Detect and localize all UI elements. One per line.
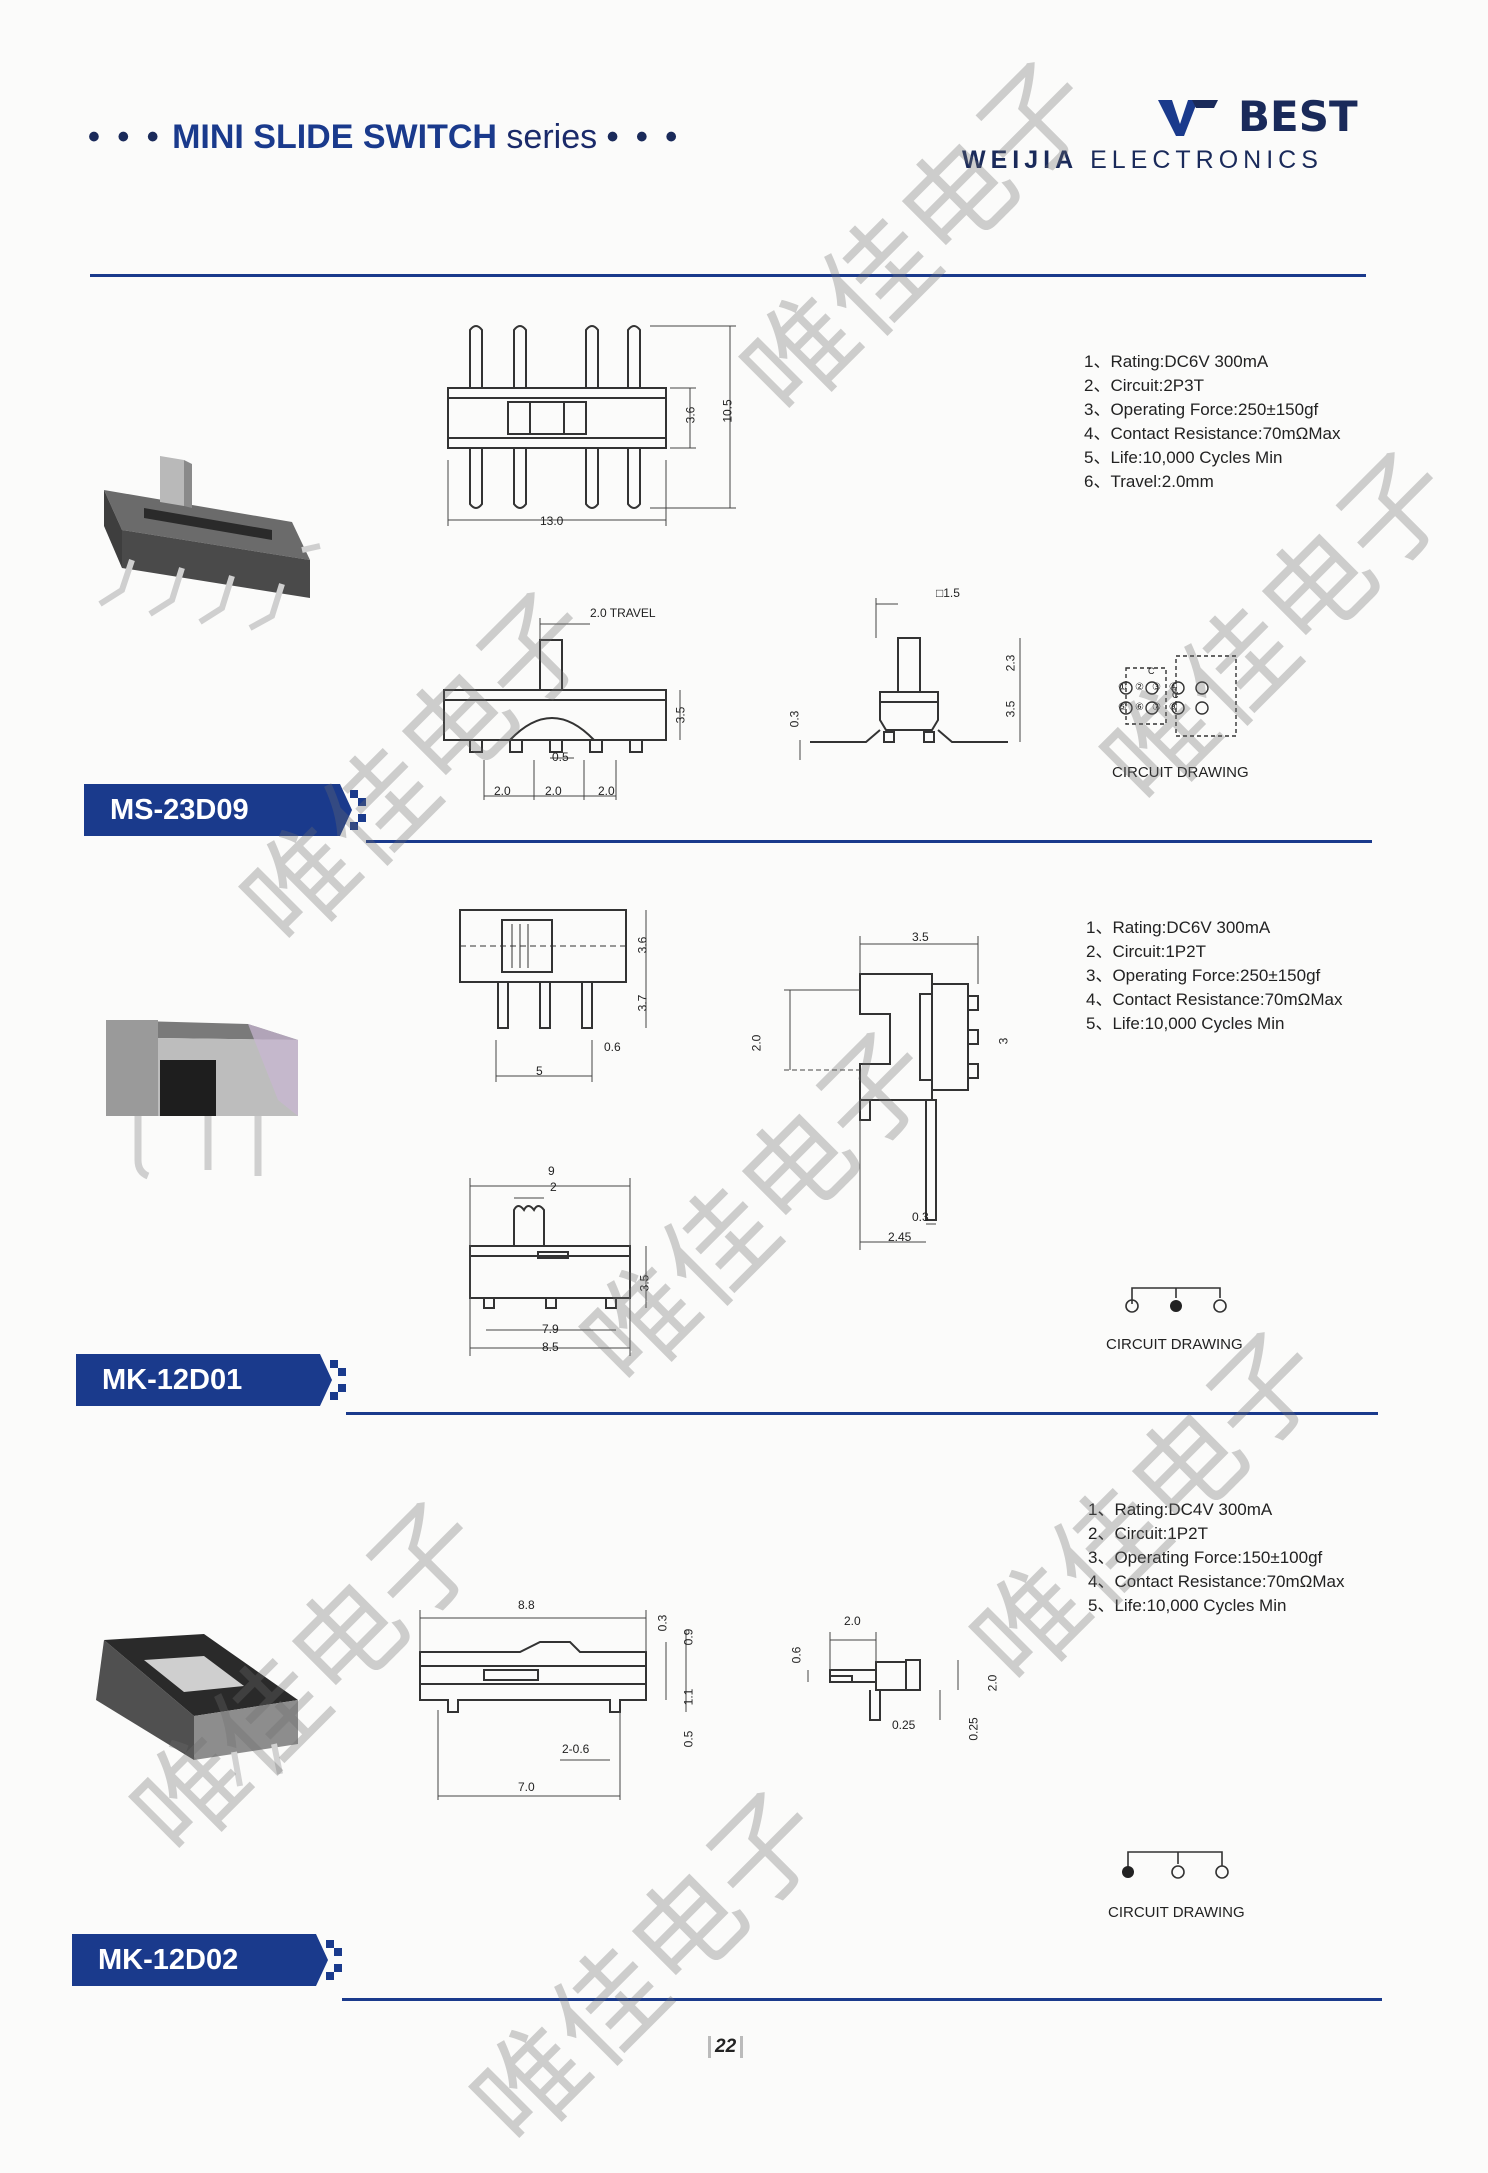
ms23d09-dim-0-5: 0.5: [552, 750, 569, 764]
spec-circuit: 2、Circuit:2P3T: [1084, 376, 1204, 395]
mk12d02-rule: [342, 1998, 1382, 2001]
spec-contact-resistance: 4、Contact Resistance:70mΩMax: [1084, 424, 1341, 443]
spec-rating: 1、Rating:DC6V 300mA: [1084, 352, 1269, 371]
header-rule: [90, 274, 1366, 277]
ms23d09-dim-2-3: 2.3: [1003, 654, 1018, 672]
mk12d01-rule: [346, 1412, 1378, 1415]
spec-contact-resistance: 4、Contact Resistance:70mΩMax: [1086, 990, 1343, 1009]
tag-arrow-icon: [328, 784, 366, 836]
mk12d01-photo: [106, 1020, 298, 1180]
ms23d09-photo: [98, 456, 321, 631]
mk12d01-dim-3-6: 3.6: [635, 936, 650, 954]
ms23d09-top-view: [447, 325, 736, 526]
mk12d02-photo: [96, 1634, 298, 1787]
ms23d09-dim-travel: 2.0 TRAVEL: [590, 606, 656, 620]
ms23d09-dim-sq-1-5: □1.5: [936, 586, 960, 600]
ms23d09-dim-10-5: 10.5: [720, 399, 735, 423]
ms23d09-pin-labels-top: ①②③④: [1118, 682, 1186, 693]
spec-travel: 6、Travel:2.0mm: [1084, 472, 1214, 491]
brand-name: BEST: [1238, 92, 1358, 141]
ms23d09-circuit-label: CIRCUIT DRAWING: [1112, 764, 1249, 781]
watermark-text: 唯佳电子: [718, 37, 1121, 439]
brand-logo-icon: [1158, 100, 1218, 136]
mk12d02-dim-0-9: 0.9: [681, 1628, 696, 1646]
mk12d02-circuit-label: CIRCUIT DRAWING: [1108, 1904, 1245, 1921]
mk12d02-dim-2-0: 2.0: [844, 1614, 861, 1628]
mk12d01-dim-0-3: 0.3: [912, 1210, 929, 1224]
ms23d09-dim-3-6: 3.6: [683, 406, 698, 424]
mk12d02-dim-0-5: 0.5: [681, 1730, 696, 1748]
mk12d01-dim-3: 3: [996, 1037, 1011, 1045]
mk12d01-circuit-label: CIRCUIT DRAWING: [1106, 1336, 1243, 1353]
ms23d09-circuit-drawing: [1119, 655, 1237, 737]
spec-circuit: 2、Circuit:1P2T: [1086, 942, 1206, 961]
page-number: 22: [708, 2036, 744, 2058]
mk12d01-dim-2-45: 2.45: [888, 1230, 912, 1244]
spec-rating: 1、Rating:DC6V 300mA: [1086, 918, 1271, 937]
brand-subtitle: WEIJIA ELECTRONICS: [962, 146, 1323, 174]
title-main: MINI SLIDE SWITCH: [172, 118, 497, 156]
mk12d01-dim-5: 5: [536, 1064, 543, 1078]
tag-arrow-icon: [304, 1934, 342, 1986]
mk12d02-dim-1-1: 1.1: [681, 1688, 696, 1706]
mk12d01-model-tag: MK-12D01: [76, 1354, 308, 1406]
ms23d09-dim-3-5: 3.5: [673, 706, 688, 724]
mk12d01-dim-0-6: 0.6: [604, 1040, 621, 1054]
title-dots-left: • • •: [88, 118, 163, 156]
mk12d02-dim-0-3: 0.3: [655, 1614, 670, 1632]
title-dots-right: • • •: [606, 118, 682, 156]
tag-arrow-icon: [308, 1354, 346, 1406]
mk12d01-dim-2-0: 2.0: [749, 1034, 764, 1052]
mk12d01-dim-9: 9: [548, 1164, 555, 1178]
spec-rating: 1、Rating:DC4V 300mA: [1088, 1500, 1273, 1519]
ms23d09-rule: [366, 840, 1372, 843]
spec-contact-resistance: 4、Contact Resistance:70mΩMax: [1088, 1572, 1345, 1591]
ms23d09-dim-2-0-c: 2.0: [598, 784, 615, 798]
mk12d02-circuit-drawing: [1122, 1851, 1229, 1879]
mk12d01-front-view: [469, 1178, 647, 1356]
ms23d09-specs: 1、Rating:DC6V 300mA 2、Circuit:2P3T 3、Ope…: [1084, 350, 1340, 494]
ms23d09-dim-0-3: 0.3: [787, 710, 802, 728]
mk12d01-dim-7-9: 7.9: [542, 1322, 559, 1336]
mk12d02-dim-0-25: 0.25: [892, 1718, 916, 1732]
mk12d01-side-view: [784, 936, 979, 1250]
ms23d09-front-view: [443, 618, 681, 800]
mk12d02-dim-0-6: 0.6: [789, 1646, 804, 1664]
ms23d09-dim-13-0: 13.0: [540, 514, 564, 528]
mk12d01-top-view: [459, 909, 647, 1082]
mk12d01-dim-3-7: 3.7: [635, 994, 650, 1012]
ms23d09-model-tag: MS-23D09: [84, 784, 328, 836]
spec-operating-force: 3、Operating Force:250±150gf: [1086, 966, 1321, 985]
spec-life: 5、Life:10,000 Cycles Min: [1084, 448, 1283, 467]
ms23d09-dim-3-5-side: 3.5: [1003, 700, 1018, 718]
mk12d01-specs: 1、Rating:DC6V 300mA 2、Circuit:1P2T 3、Ope…: [1086, 916, 1342, 1036]
mk12d02-model-tag: MK-12D02: [72, 1934, 304, 1986]
spec-operating-force: 3、Operating Force:250±150gf: [1084, 400, 1319, 419]
title-series: series: [506, 118, 598, 156]
mk12d01-dim-8-5: 8.5: [542, 1340, 559, 1354]
ms23d09-pin-c1: C: [1172, 690, 1179, 700]
mk12d02-dim-2-0-side: 2.0: [985, 1674, 1000, 1692]
ms23d09-dim-2-0-a: 2.0: [494, 784, 511, 798]
mk12d01-circuit-drawing: [1125, 1287, 1227, 1313]
mk12d01-dim-3-5-top: 3.5: [912, 930, 929, 944]
mk12d02-dim-2-0-6: 2-0.6: [562, 1742, 590, 1756]
ms23d09-dim-2-0-b: 2.0: [545, 784, 562, 798]
mk12d01-dim-2: 2: [550, 1180, 557, 1194]
ms23d09-pin-labels-bottom: ⑤⑥⑦⑧: [1118, 702, 1186, 713]
mk12d02-dim-7-0: 7.0: [518, 1780, 535, 1794]
mk12d02-top-view: [419, 1610, 687, 1800]
spec-life: 5、Life:10,000 Cycles Min: [1086, 1014, 1285, 1033]
mk12d02-dim-0-25-b: 0.25: [966, 1717, 981, 1741]
mk12d02-dim-8-8: 8.8: [518, 1598, 535, 1612]
ms23d09-side-view: [799, 598, 1021, 760]
mk12d02-specs: 1、Rating:DC4V 300mA 2、Circuit:1P2T 3、Ope…: [1088, 1498, 1344, 1618]
ms23d09-pin-c2: C: [1148, 666, 1155, 676]
mk12d02-side-view: [807, 1632, 959, 1721]
spec-life: 5、Life:10,000 Cycles Min: [1088, 1596, 1287, 1615]
watermark-text: 唯佳电子: [448, 1767, 851, 2169]
spec-circuit: 2、Circuit:1P2T: [1088, 1524, 1208, 1543]
page-title: • • • MINI SLIDE SWITCH series • • •: [88, 118, 681, 157]
spec-operating-force: 3、Operating Force:150±100gf: [1088, 1548, 1323, 1567]
